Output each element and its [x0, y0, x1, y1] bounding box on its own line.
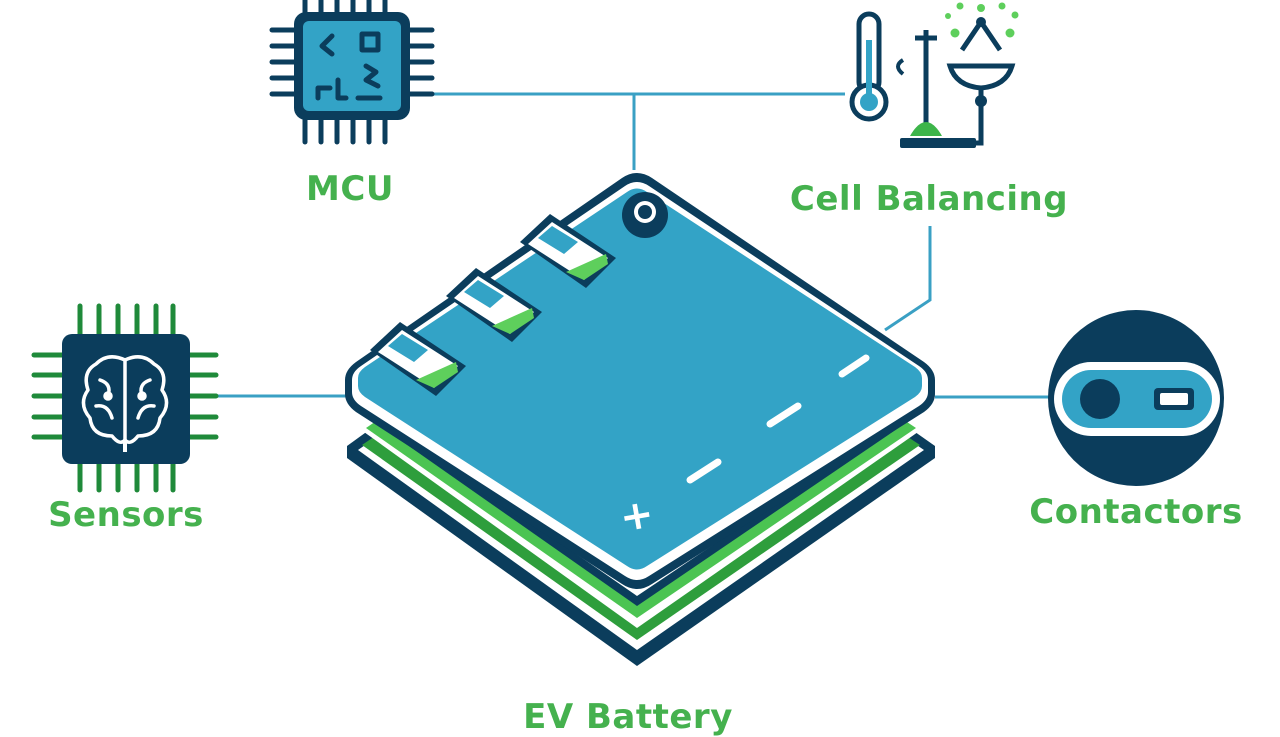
cell-balancing-label: Cell Balancing	[789, 179, 1069, 219]
plus-mark: +	[616, 490, 658, 542]
mcu-label: MCU	[306, 169, 394, 209]
brain-chip-icon	[31, 303, 219, 493]
cell-balancing-connector	[884, 226, 932, 332]
ev-battery-label: EV Battery	[523, 697, 733, 737]
sensors-label: Sensors	[48, 495, 204, 535]
battery-pack-icon	[345, 173, 935, 666]
battery-cell	[520, 214, 616, 288]
bms-diagram: + MCU Cell Balancing Sensors Contactors …	[31, 0, 1243, 734]
contactors-label: Contactors	[1029, 492, 1243, 532]
connector-lines	[218, 92, 1050, 399]
battery-cell	[370, 322, 466, 396]
toggle-switch-icon	[1048, 310, 1224, 486]
thermometer-balance-icon	[849, 2, 1019, 148]
battery-cell	[446, 268, 542, 342]
diagram-canvas	[31, 0, 1224, 666]
battery-terminal	[622, 192, 668, 238]
microchip-icon	[269, 0, 435, 145]
